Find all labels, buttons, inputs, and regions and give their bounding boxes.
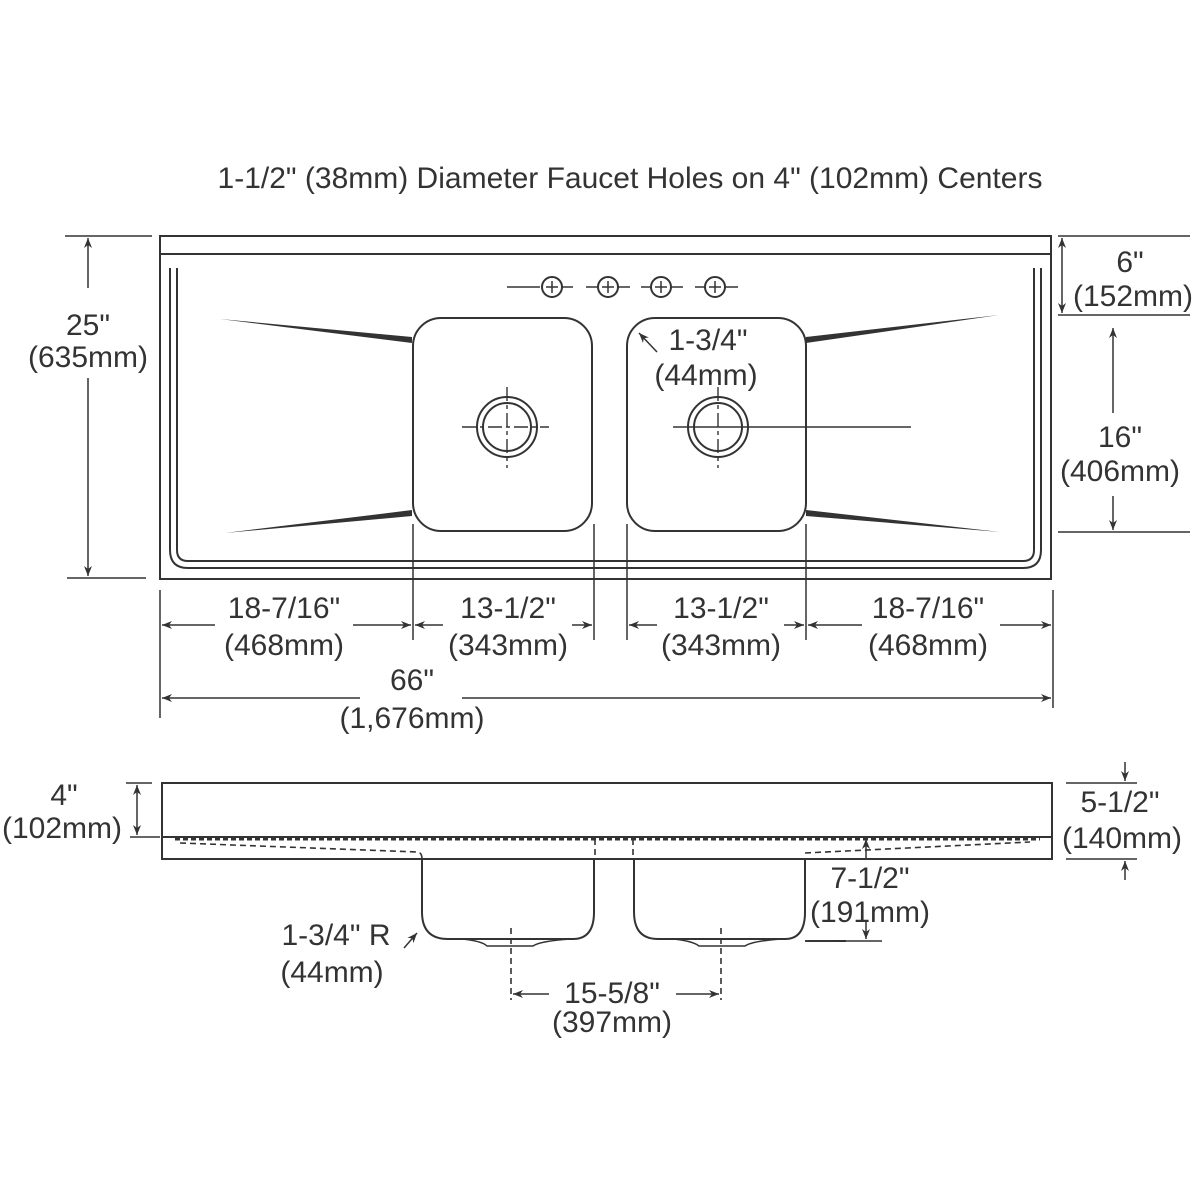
width-4-metric: (468mm)	[868, 629, 988, 662]
backsplash-depth-imperial: 6"	[1116, 246, 1143, 279]
overall-width-imperial: 66"	[390, 664, 434, 697]
diagram-title: 1-1/2" (38mm) Diameter Faucet Holes on 4…	[218, 162, 1043, 195]
groove-right-top	[806, 315, 999, 343]
side-view: 15-5/8" (397mm) 1-3/4" R (44mm) 4" (102m…	[2, 762, 1182, 1039]
bottom-radius-metric: (44mm)	[280, 956, 383, 989]
top-view: 1-3/4" (44mm) 25" (635mm) 6" (152mm) 16"…	[28, 235, 1193, 735]
bowl-depth-metric: (191mm)	[810, 896, 930, 929]
bowl-depth-imperial: 7-1/2"	[830, 862, 909, 895]
corner-radius-arrow	[638, 332, 658, 353]
bottom-radius-imperial: 1-3/4" R	[281, 919, 390, 952]
overall-depth-metric: (635mm)	[28, 341, 148, 374]
drainboard-outer-edge	[169, 268, 1042, 569]
drainboard-inner-edge	[176, 268, 1035, 562]
drain-centers-imperial: 15-5/8"	[564, 977, 660, 1010]
overall-width-metric: (1,676mm)	[339, 702, 484, 735]
right-drainboard-slope	[804, 841, 1031, 854]
left-drain-outlet	[461, 938, 572, 947]
groove-left-top	[220, 319, 412, 343]
width-3-imperial: 13-1/2"	[673, 592, 769, 625]
backsplash-height-metric: (102mm)	[2, 812, 122, 845]
left-bowl-profile	[421, 859, 595, 940]
right-bowl	[626, 317, 807, 532]
width-2-metric: (343mm)	[448, 629, 568, 662]
groove-left-bottom	[225, 510, 412, 533]
left-bowl	[412, 317, 593, 532]
drain-centers-metric: (397mm)	[552, 1006, 672, 1039]
side-view-outline	[161, 782, 1053, 860]
faucet-holes	[507, 276, 738, 298]
rim-height-metric: (140mm)	[1062, 822, 1182, 855]
corner-radius-metric: (44mm)	[654, 359, 757, 392]
backsplash-height-imperial: 4"	[50, 779, 77, 812]
sink-deck-outline	[159, 235, 1052, 580]
groove-right-bottom	[806, 510, 1000, 532]
left-drainboard-slope	[179, 842, 423, 860]
left-drain-icon	[462, 387, 549, 468]
corner-radius-imperial: 1-3/4"	[668, 324, 747, 357]
rim-height-imperial: 5-1/2"	[1080, 786, 1159, 819]
width-1-metric: (468mm)	[224, 629, 344, 662]
right-drain-outlet	[672, 938, 783, 947]
faucet-hole-icon	[641, 276, 683, 298]
bowl-length-imperial: 16"	[1098, 421, 1142, 454]
right-bowl-profile	[633, 859, 806, 940]
right-drain-icon	[673, 387, 911, 468]
overall-depth-imperial: 25"	[66, 309, 110, 342]
width-4-imperial: 18-7/16"	[872, 592, 984, 625]
width-3-metric: (343mm)	[661, 629, 781, 662]
faucet-hole-icon	[586, 276, 630, 298]
faucet-hole-icon	[695, 276, 738, 298]
bowl-length-metric: (406mm)	[1060, 455, 1180, 488]
width-2-imperial: 13-1/2"	[460, 592, 556, 625]
faucet-hole-icon	[541, 276, 573, 298]
backsplash-depth-metric: (152mm)	[1073, 280, 1193, 313]
width-1-imperial: 18-7/16"	[228, 592, 340, 625]
bottom-radius-arrow	[403, 932, 418, 949]
